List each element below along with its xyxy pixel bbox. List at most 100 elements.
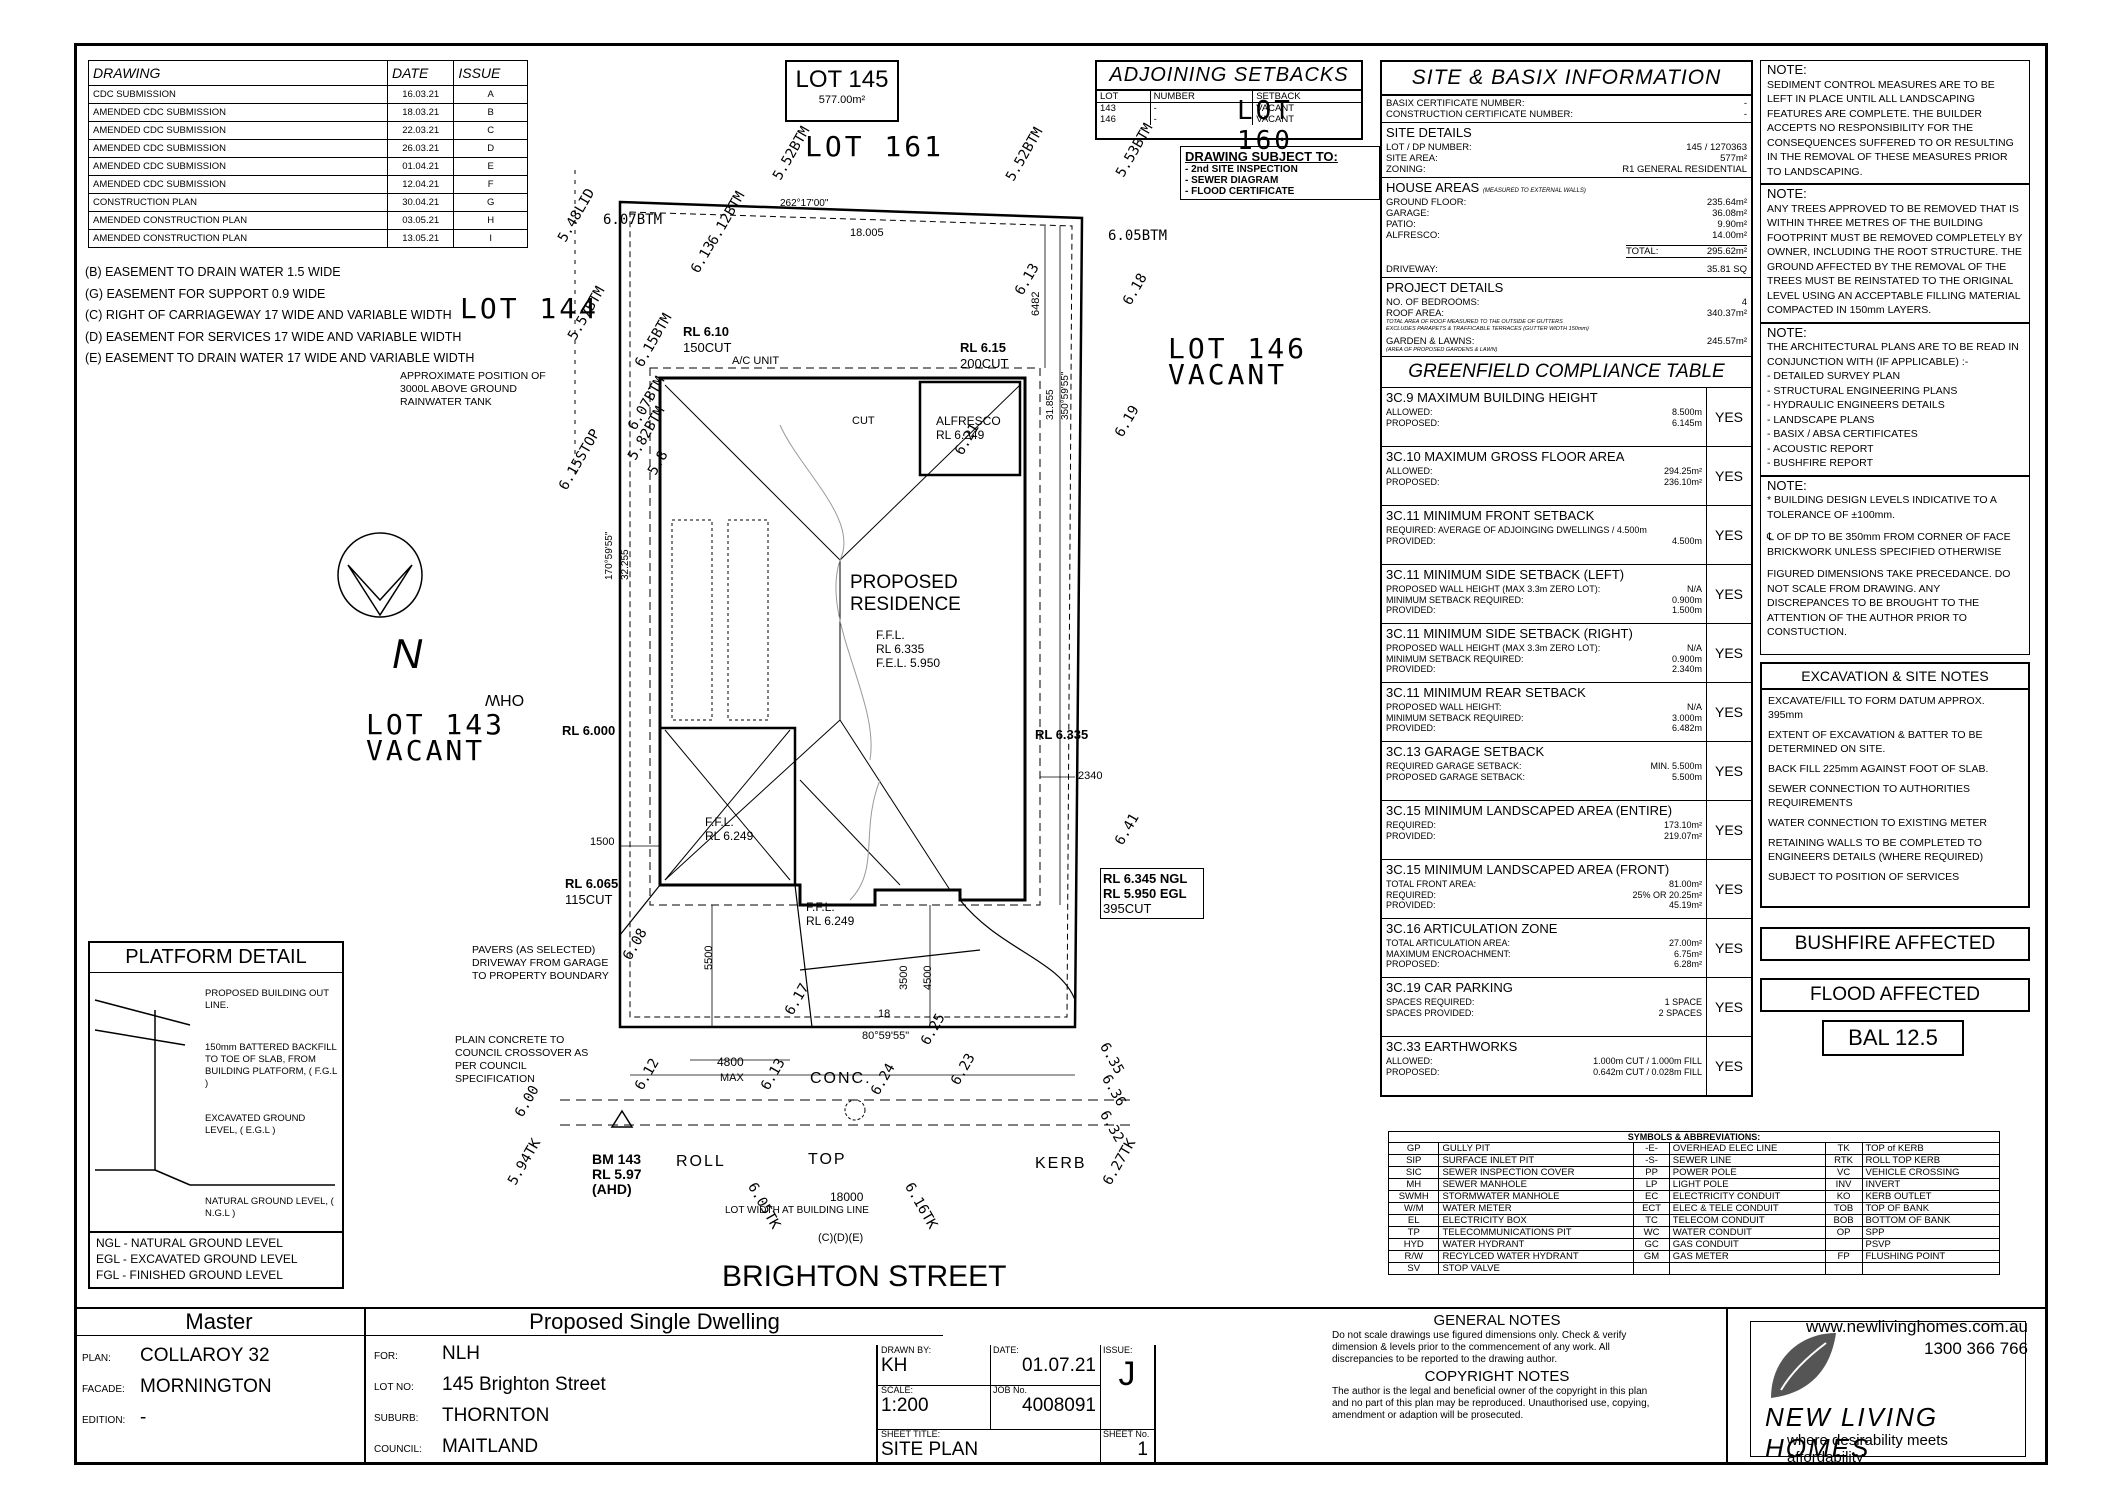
compliance-value: 0.900m (1671, 653, 1702, 664)
compliance-result: YES (1714, 704, 1743, 720)
symbol-code: FP (1824, 1250, 1863, 1263)
lot-146-label: LOT 146 (1168, 332, 1308, 365)
bushfire-badge: BUSHFIRE AFFECTED (1760, 927, 2030, 961)
compliance-row: 3C.15 MINIMUM LANDSCAPED AREA (FRONT)TOT… (1382, 860, 1751, 919)
note-title: NOTE: (1767, 477, 1807, 493)
dist-top: 18.005 (850, 227, 884, 239)
compliance-value: 0.900m (1671, 594, 1702, 605)
symbol-meaning: POWER POLE (1668, 1166, 1826, 1179)
compliance-value: 173.10m² (1663, 820, 1702, 830)
compliance-value: 6.28m² (1673, 959, 1702, 969)
bedrooms-label: NO. OF BEDROOMS: (1386, 297, 1480, 308)
master-label: Master (74, 1309, 364, 1336)
compliance-value: 45.19m² (1668, 900, 1702, 910)
symbol-code: SWMH (1387, 1190, 1440, 1203)
sheet-no-value: 1 (1137, 1439, 1148, 1460)
symbol-code: BOB (1824, 1214, 1863, 1227)
subject-to-item: - 2nd SITE INSPECTION (1185, 164, 1298, 175)
roll-label: ROLL (676, 1153, 726, 1170)
drawn-label: DRAWN BY: (881, 1345, 932, 1355)
residence-ffl: F.F.L. (876, 628, 905, 642)
symbol-code: HYD (1387, 1238, 1440, 1251)
compliance-label: PROVIDED: (1386, 535, 1436, 546)
easement-item: (E) EASEMENT TO DRAIN WATER 17 WIDE AND … (85, 351, 475, 365)
compliance-value: 236.10m² (1663, 476, 1702, 487)
note-block: NOTE:ANY TREES APPROVED TO BE REMOVED TH… (1761, 185, 2029, 324)
symbol-meaning: TOP of KERB (1861, 1142, 2000, 1155)
compliance-value: 4.500m (1671, 535, 1702, 546)
compliance-result: YES (1714, 1058, 1743, 1074)
rl-610: RL 6.10 (683, 324, 730, 339)
compliance-label: PROVIDED: (1386, 900, 1436, 910)
plan-label: PLAN: (82, 1353, 111, 1364)
house-areas-sub: (MEASURED TO EXTERNAL WALLS) (1482, 188, 1586, 194)
compliance-rule: 3C.13 GARAGE SETBACK (1386, 744, 1545, 759)
scale-label: SCALE: (881, 1385, 914, 1395)
symbol-code (1633, 1262, 1670, 1275)
adj-r2-lot: 146 (1097, 114, 1151, 125)
general-notes-text: Do not scale drawings use figured dimens… (1332, 1330, 1627, 1365)
compliance-value: 5.500m (1671, 771, 1702, 782)
ground-floor-label: GROUND FLOOR: (1386, 197, 1467, 208)
basix-row: BASIX CERTIFICATE NUMBER:- (1386, 98, 1747, 109)
benchmark-marker (610, 1109, 634, 1128)
symbol-meaning: TELECOM CONDUIT (1668, 1214, 1826, 1227)
garage-ffl: F.F.L. (705, 815, 734, 829)
lot-160-overlay: LOT 160 (1237, 96, 1293, 156)
project-details-section: PROJECT DETAILS NO. OF BEDROOMS:4 ROOF A… (1382, 278, 1751, 356)
legend-fgl: FGL - FINISHED GROUND LEVEL (96, 1268, 283, 1282)
cut-115: 115CUT (565, 892, 613, 907)
spot-level: 6.07BTM (603, 212, 663, 228)
cc-row: CONSTRUCTION CERTIFICATE NUMBER:- (1386, 109, 1747, 120)
excavation-notes: EXCAVATION & SITE NOTES EXCAVATE/FILL TO… (1760, 662, 2030, 908)
kerb-label: KERB (1035, 1155, 1087, 1172)
symbol-meaning: STOP VALVE (1438, 1262, 1635, 1275)
site-details-title: SITE DETAILS (1386, 125, 1472, 140)
dim-max: MAX (720, 1072, 744, 1084)
compliance-value: 6.482m (1671, 723, 1702, 733)
symbol-code: SV (1387, 1262, 1440, 1275)
dist-left: 32.255 (620, 549, 631, 580)
symbol-code: TC (1633, 1214, 1670, 1227)
north-arrow (347, 564, 413, 617)
tb-company: www.newlivinghomes.com.au 1300 366 766 N… (1728, 1309, 2048, 1466)
date-value: 01.07.21 (1022, 1355, 1096, 1376)
symbol-meaning: BOTTOM OF BANK (1861, 1214, 2000, 1227)
symbol-code: WC (1633, 1226, 1670, 1239)
easement-line (629, 211, 1073, 1018)
note-block: NOTE:* BUILDING DESIGN LEVELS INDICATIVE… (1761, 477, 2029, 644)
compliance-label: PROPOSED: (1386, 476, 1440, 487)
symbol-code: EC (1633, 1190, 1670, 1203)
compliance-label: MINIMUM SETBACK REQUIRED: (1386, 712, 1524, 723)
compliance-title: GREENFIELD COMPLIANCE TABLE (1382, 356, 1751, 388)
adj-h-number: NUMBER (1150, 91, 1254, 103)
symbol-code: TOB (1824, 1202, 1863, 1215)
symbol-code: OP (1824, 1226, 1863, 1239)
ohw-label: OHW (485, 691, 525, 708)
tb-general-notes: GENERAL NOTES Do not scale drawings use … (1152, 1309, 1728, 1465)
council-value: MAITLAND (442, 1436, 539, 1457)
symbol-code: ECT (1633, 1202, 1670, 1215)
platform-note: 150mm BATTERED BACKFILL TO TOE OF SLAB, … (205, 1042, 337, 1089)
compliance-value: 1.500m (1671, 605, 1702, 615)
compliance-value: 25% OR 20.25m² (1632, 889, 1702, 900)
symbol-meaning: TELECOMMUNICATIONS PIT (1438, 1226, 1635, 1239)
symbol-meaning: RECYLCED WATER HYDRANT (1438, 1250, 1635, 1263)
adj-r2-setback: VACANT (1256, 114, 1295, 125)
house-areas-title: HOUSE AREAS (MEASURED TO EXTERNAL WALLS) (1386, 180, 1747, 195)
compliance-rule: 3C.9 MAXIMUM BUILDING HEIGHT (1386, 390, 1598, 405)
flood-badge: FLOOD AFFECTED (1760, 978, 2030, 1012)
site-area-label: SITE AREA: (1386, 153, 1438, 164)
leaf-logo-icon (1771, 1333, 1836, 1398)
egl-level: RL 5.950 EGL (1103, 886, 1187, 901)
dim-3500: 3500 (898, 965, 910, 990)
compliance-rule: 3C.33 EARTHWORKS (1386, 1039, 1518, 1054)
cut-150: 150CUT (683, 340, 732, 355)
